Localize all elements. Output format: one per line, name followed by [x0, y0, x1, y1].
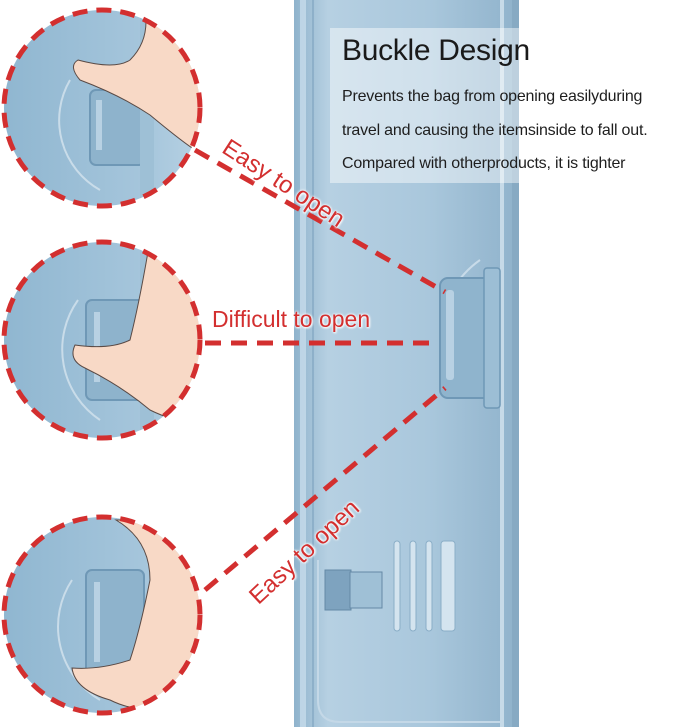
zoom-circle-middle [4, 242, 200, 438]
zoom-circle-top [4, 10, 200, 206]
description-line-2: travel and causing the itemsinside to fa… [342, 122, 648, 139]
connector-lines [193, 147, 447, 592]
callout-difficult: Difficult to open [212, 306, 371, 332]
travel-case-body [294, 0, 519, 727]
zoom-circle-bottom [4, 517, 200, 713]
description-panel [330, 28, 679, 183]
description-line-1: Prevents the bag from opening easilyduri… [342, 88, 643, 105]
section-title: Buckle Design [342, 34, 530, 67]
description-line-3: Compared with otherproducts, it is tight… [342, 155, 626, 172]
